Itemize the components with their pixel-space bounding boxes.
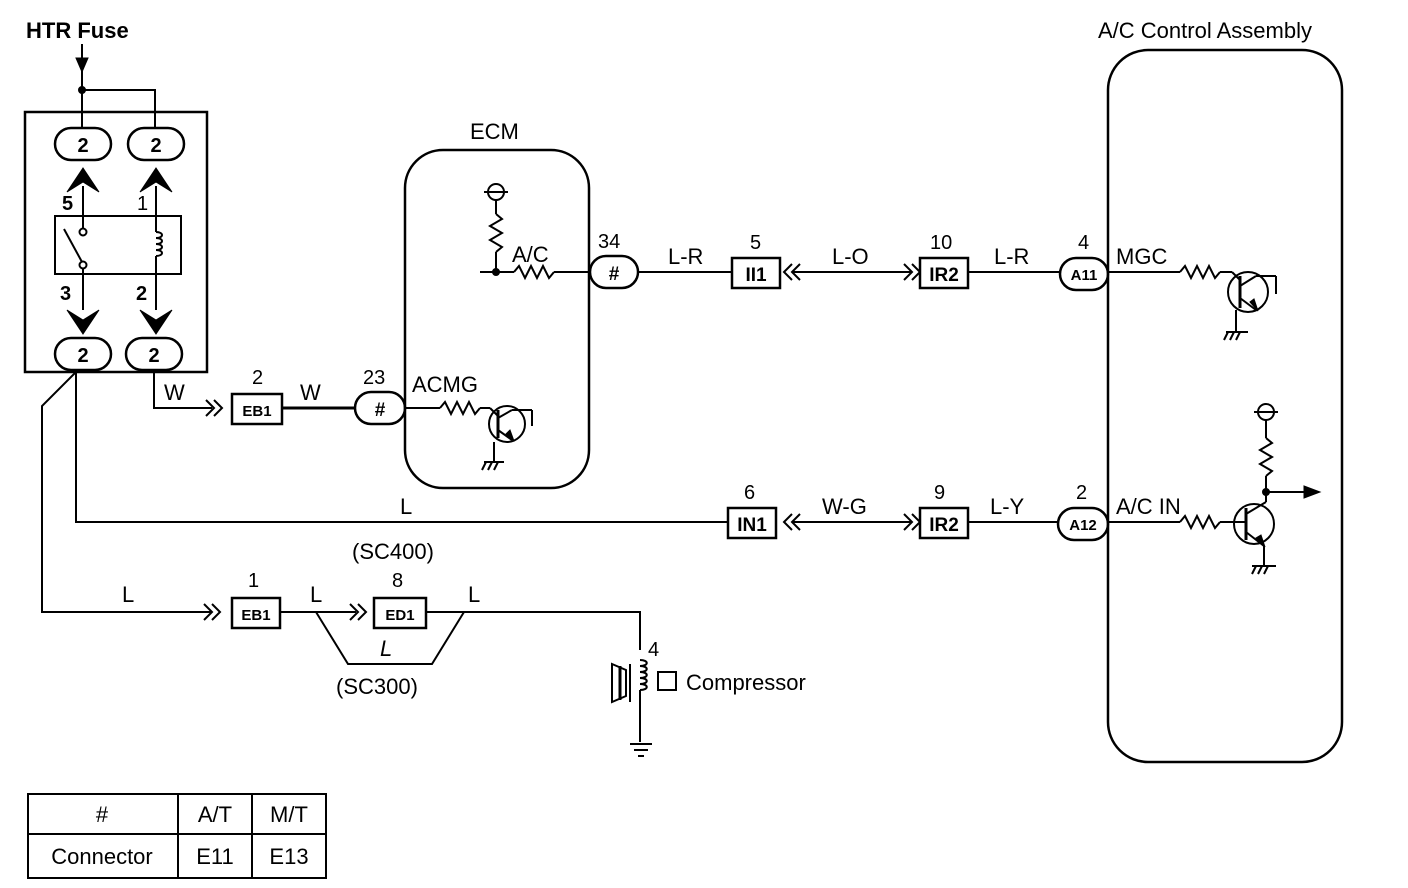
- svg-text:A/C IN: A/C IN: [1116, 494, 1181, 519]
- table-header-hash: #: [96, 802, 109, 827]
- svg-text:ACMG: ACMG: [412, 372, 478, 397]
- connector-in1: [726, 506, 778, 540]
- svg-text:L: L: [400, 494, 412, 519]
- svg-text:8: 8: [392, 570, 403, 592]
- svg-text:1: 1: [137, 193, 148, 215]
- svg-text:L: L: [468, 582, 480, 607]
- svg-text:L-O: L-O: [832, 244, 869, 269]
- relay-pin-bottom-left: [53, 336, 113, 372]
- svg-text:W: W: [300, 380, 321, 405]
- svg-text:9: 9: [934, 482, 945, 504]
- svg-text:IR2: IR2: [929, 265, 959, 286]
- table-cell-connector: Connector: [51, 844, 153, 869]
- svg-text:6: 6: [744, 482, 755, 504]
- svg-text:A11: A11: [1071, 267, 1098, 284]
- svg-text:W-G: W-G: [822, 494, 867, 519]
- svg-text:2: 2: [77, 345, 88, 367]
- ecm-label: ECM: [470, 119, 519, 144]
- svg-text:EB1: EB1: [241, 607, 270, 624]
- svg-text:1: 1: [248, 570, 259, 592]
- relay-pin-top-left: [53, 126, 113, 162]
- ac-control-assembly-box: MGC A/C IN: [1106, 48, 1344, 764]
- svg-text:ED1: ED1: [385, 607, 414, 624]
- ac-control-assembly-label: A/C Control Assembly: [1098, 18, 1312, 43]
- svg-text:4: 4: [648, 639, 659, 661]
- relay-pin-bottom-right: [124, 336, 184, 372]
- svg-text:L-Y: L-Y: [990, 494, 1025, 519]
- svg-text:L: L: [310, 582, 322, 607]
- w-wire: W EB1 2 W # 23: [153, 367, 407, 426]
- table-header-at: A/T: [198, 802, 232, 827]
- svg-text:(SC400): (SC400): [352, 539, 434, 564]
- svg-text:A12: A12: [1069, 517, 1097, 534]
- svg-text:#: #: [609, 264, 620, 285]
- svg-text:L: L: [122, 582, 134, 607]
- table-cell-e11: E11: [196, 844, 234, 869]
- relay-pin-top-right: [126, 126, 186, 162]
- svg-text:#: #: [375, 400, 386, 421]
- connector-ir2-bottom: [918, 506, 970, 540]
- compressor-label: Compressor: [686, 670, 806, 695]
- connector-ir2-top: [918, 256, 970, 290]
- svg-text:(SC300): (SC300): [336, 674, 418, 699]
- htr-fuse-label: HTR Fuse: [26, 18, 129, 43]
- svg-text:2: 2: [148, 345, 159, 367]
- svg-text:23: 23: [363, 367, 385, 389]
- ecm-box: A/C ACMG: [403, 148, 591, 490]
- svg-text:2: 2: [1076, 482, 1087, 504]
- svg-text:3: 3: [60, 283, 71, 305]
- svg-text:5: 5: [62, 193, 73, 215]
- connector-eb1-top: [230, 392, 284, 426]
- svg-text:L-R: L-R: [994, 244, 1029, 269]
- svg-text:EB1: EB1: [242, 403, 271, 420]
- table-header-mt: M/T: [270, 802, 308, 827]
- connector-table: # A/T M/T Connector E11 E13: [27, 793, 327, 879]
- svg-text:L: L: [380, 636, 392, 661]
- svg-text:10: 10: [930, 232, 952, 254]
- relay-block: 2 2 5 1 3 2 2 2: [23, 110, 209, 374]
- svg-text:34: 34: [598, 231, 620, 253]
- svg-text:II1: II1: [745, 265, 767, 286]
- svg-text:IN1: IN1: [737, 515, 767, 536]
- ac-signal-line: # 34 L-R II1 5 L-O IR2 10 L-R A11 4: [588, 231, 1110, 292]
- table-cell-e13: E13: [269, 844, 308, 869]
- svg-text:5: 5: [750, 232, 761, 254]
- connector-ii1: [730, 256, 782, 290]
- svg-text:L-R: L-R: [668, 244, 703, 269]
- svg-text:W: W: [164, 380, 185, 405]
- fuse-feed: [75, 44, 156, 128]
- compressor-symbol: [657, 671, 677, 691]
- compressor-line: L EB1 1 L ED1 8 (SC400) L L (SC300) 4 Co…: [41, 371, 806, 757]
- svg-text:2: 2: [252, 367, 263, 389]
- svg-text:2: 2: [150, 135, 161, 157]
- svg-text:A/C: A/C: [512, 242, 549, 267]
- svg-text:MGC: MGC: [1116, 244, 1167, 269]
- svg-text:4: 4: [1078, 232, 1089, 254]
- svg-text:IR2: IR2: [929, 515, 959, 536]
- svg-text:2: 2: [77, 135, 88, 157]
- svg-text:2: 2: [136, 283, 147, 305]
- l-main-line: L IN1 6 W-G IR2 9 L-Y A12 2: [75, 372, 1110, 542]
